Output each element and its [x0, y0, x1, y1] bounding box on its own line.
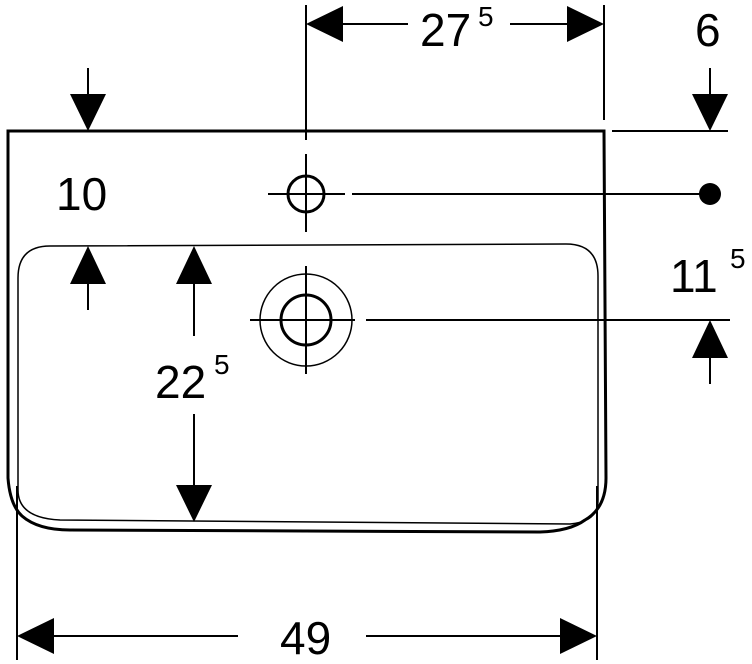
dimension-total-width: 49 — [17, 612, 597, 664]
bowl-depth-value: 22 — [155, 356, 206, 408]
tap-from-back-value: 10 — [56, 168, 107, 220]
tap-center-dot — [699, 183, 721, 205]
drain-offset-value: 11 — [670, 250, 718, 302]
tap-offset-value: 27 — [420, 4, 471, 56]
side-offset-value: 6 — [695, 4, 721, 56]
dimension-bowl-depth: 22 5 — [155, 246, 230, 522]
bowl-depth-sup: 5 — [214, 349, 230, 380]
drain-offset-sup: 5 — [730, 243, 746, 274]
tap-offset-sup: 5 — [478, 1, 494, 32]
dimension-drain-offset: 11 5 — [670, 243, 746, 384]
tap-hole — [268, 154, 345, 232]
dimension-tap-offset: 27 5 — [306, 1, 604, 56]
dimension-side-offset: 6 — [692, 4, 728, 131]
total-width-value: 49 — [280, 612, 331, 664]
basin-outer-outline — [6, 129, 608, 534]
basin-inner-bowl — [17, 243, 599, 525]
drain-hole — [250, 266, 355, 374]
dimension-tap-from-back: 10 — [56, 68, 107, 310]
